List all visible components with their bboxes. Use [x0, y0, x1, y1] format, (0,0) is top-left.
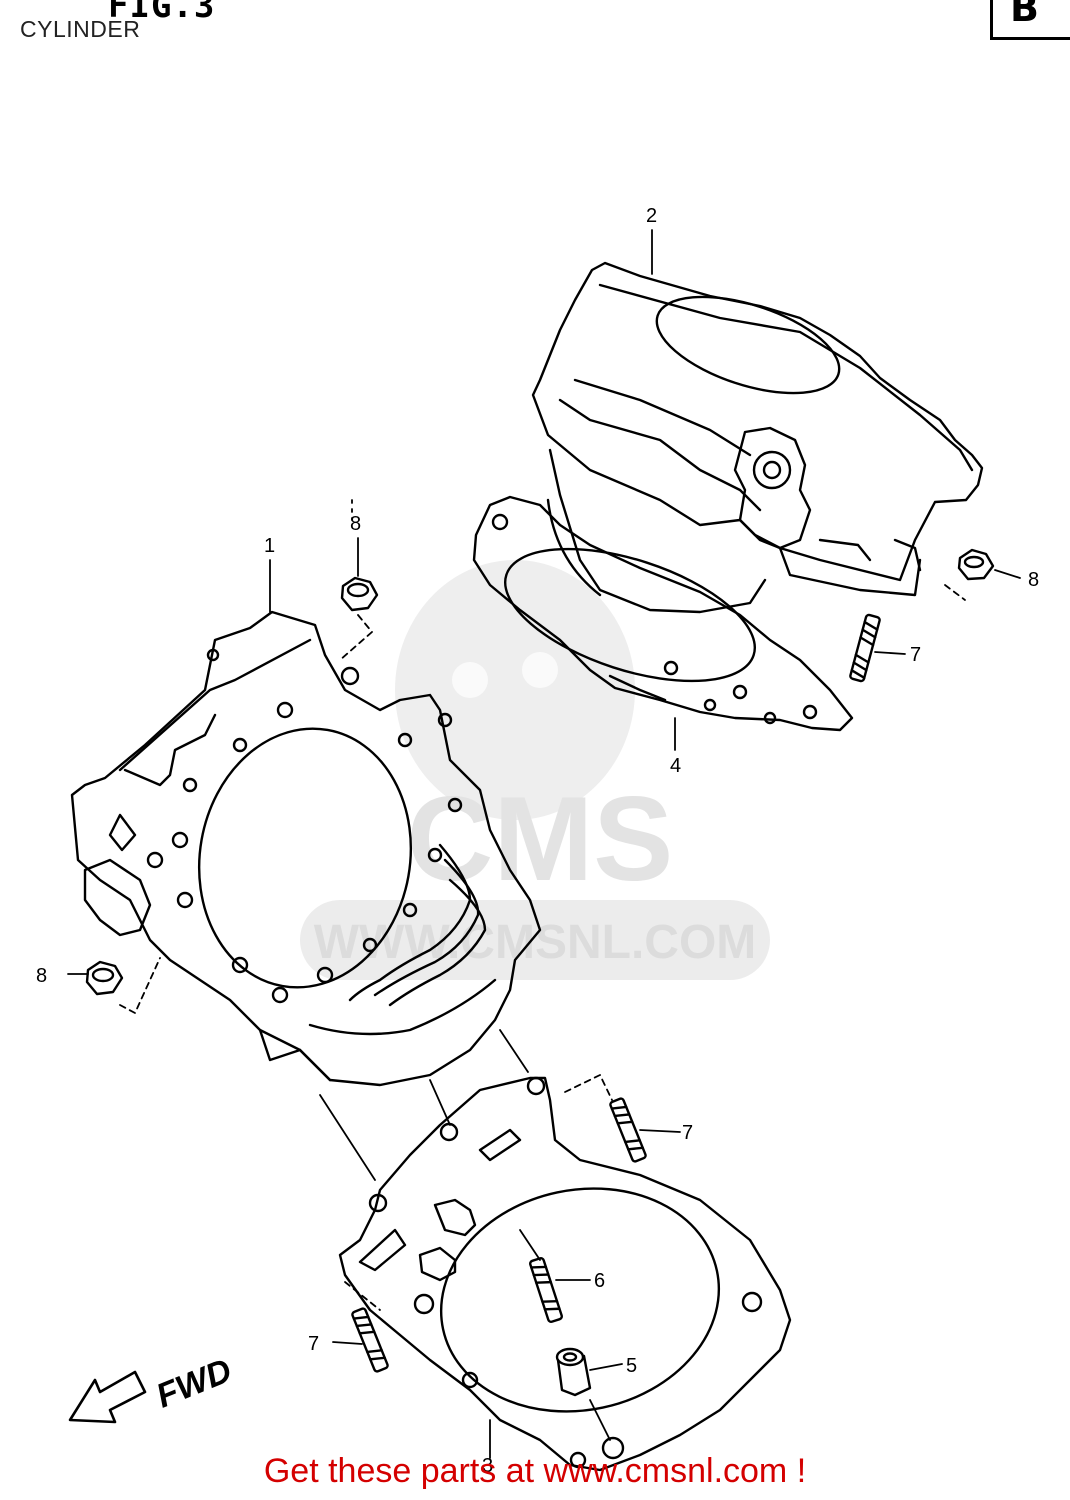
part-4-rear-gasket — [472, 495, 854, 732]
callout-2: 2 — [646, 205, 657, 227]
callout-8-left: 8 — [36, 965, 47, 987]
callout-3: 3 — [482, 1455, 493, 1477]
part-1-front-cylinder — [70, 610, 542, 1087]
direction-label: FWD — [151, 1351, 237, 1415]
callout-8-right: 8 — [1028, 569, 1039, 591]
corner-letter: B — [1010, 0, 1039, 30]
section-label: CYLINDER — [20, 16, 141, 42]
watermark: CMS WWW.CMSNL.COM — [300, 560, 770, 980]
part-8-nut-top — [340, 576, 379, 612]
part-2-rear-cylinder — [531, 261, 984, 614]
callout-7-lower: 7 — [308, 1333, 319, 1355]
part-6-stud — [529, 1256, 563, 1324]
part-5-dowel-pin — [555, 1347, 592, 1397]
part-3-front-gasket — [338, 1076, 792, 1472]
watermark-url: WWW.CMSNL.COM — [314, 916, 757, 969]
part-7-stud-upper — [849, 613, 881, 683]
callout-5: 5 — [626, 1355, 637, 1377]
part-7-stud-middle — [609, 1097, 647, 1163]
callout-7-middle: 7 — [682, 1122, 693, 1144]
footer-parts-link[interactable]: Get these parts at www.cmsnl.com ! — [263, 1452, 807, 1490]
callout-1: 1 — [264, 535, 275, 557]
part-8-nut-right — [957, 548, 995, 581]
callout-7-upper: 7 — [910, 644, 921, 666]
callout-numbers: 1 2 3 4 5 6 7 7 7 8 8 8 — [36, 205, 1039, 1477]
part-7-stud-lower — [351, 1307, 389, 1373]
forward-arrow-icon — [68, 1370, 147, 1424]
watermark-brand: CMS — [407, 772, 674, 906]
callout-4: 4 — [670, 755, 681, 777]
part-8-nut-left — [85, 960, 124, 996]
figure-title: FIG.3 — [108, 0, 216, 26]
callout-8-top: 8 — [350, 513, 361, 535]
corner-frame — [990, 0, 1070, 40]
callout-6: 6 — [594, 1270, 605, 1292]
leader-lines — [67, 229, 1021, 1459]
